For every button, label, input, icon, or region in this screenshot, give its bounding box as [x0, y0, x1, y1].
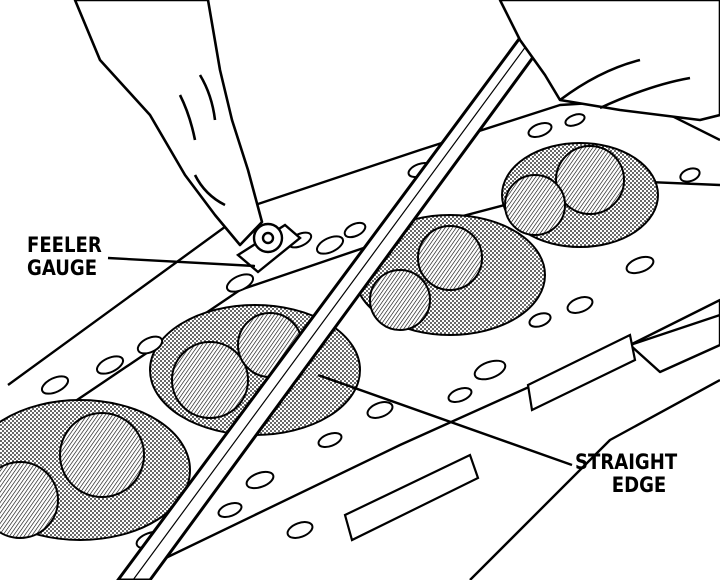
passage	[315, 235, 345, 255]
valve-mid-1	[417, 225, 483, 291]
passage	[564, 113, 586, 127]
valve-far-1	[555, 145, 625, 215]
passage	[95, 355, 125, 375]
passage	[528, 312, 552, 328]
passage	[317, 432, 343, 448]
valve-mid-2	[369, 269, 431, 331]
combustion-chambers	[0, 142, 659, 541]
head-end-face	[628, 298, 720, 374]
valve-front-1	[59, 412, 145, 498]
passage	[245, 470, 275, 490]
straight-edge-label-line-2: EDGE	[611, 473, 667, 497]
passage	[447, 387, 473, 403]
knuckle-crease	[178, 94, 197, 141]
straight-edge-leader	[317, 373, 573, 467]
passage	[527, 122, 553, 138]
valve-far-2	[504, 174, 566, 236]
port-openings	[343, 333, 637, 542]
feeler-gauge-label-line-2: GAUGE	[27, 256, 98, 280]
passage	[217, 502, 243, 518]
hand	[73, 0, 720, 247]
finger-line	[599, 76, 691, 110]
feeler-gauge-label-line-1: FEELER	[27, 233, 102, 257]
port-opening	[343, 453, 480, 542]
straight-edge-bevel	[132, 0, 561, 580]
leader-lines	[107, 256, 573, 467]
straight-edge-tool	[116, 0, 577, 580]
valve-near-1	[171, 341, 249, 419]
passage	[566, 296, 594, 314]
passage	[136, 335, 164, 355]
passage	[40, 375, 70, 395]
index-finger	[73, 0, 264, 247]
thumb-knuckle	[193, 174, 226, 207]
feeler-gauge-label: FEELER GAUGE	[27, 234, 102, 280]
feeler-leader	[107, 256, 256, 268]
passage	[625, 255, 655, 275]
knuckle-crease	[198, 74, 217, 121]
feeler-gauge-tool	[235, 222, 302, 274]
finger-line	[559, 58, 641, 102]
head-side-rail	[469, 378, 720, 580]
straight-edge-label: STRAIGHT EDGE	[575, 451, 677, 497]
passage	[473, 359, 507, 381]
passage	[679, 167, 701, 183]
head-deck-lower	[119, 313, 720, 580]
feeler-pivot-hole	[261, 231, 275, 245]
valve-front-2	[0, 461, 59, 539]
passage	[343, 221, 367, 239]
port-opening	[526, 333, 637, 412]
passage	[366, 401, 394, 419]
fingertips-right	[498, 0, 720, 122]
passage	[225, 273, 255, 293]
passage	[286, 521, 314, 539]
straight-edge-label-line-1: STRAIGHT	[575, 450, 678, 474]
